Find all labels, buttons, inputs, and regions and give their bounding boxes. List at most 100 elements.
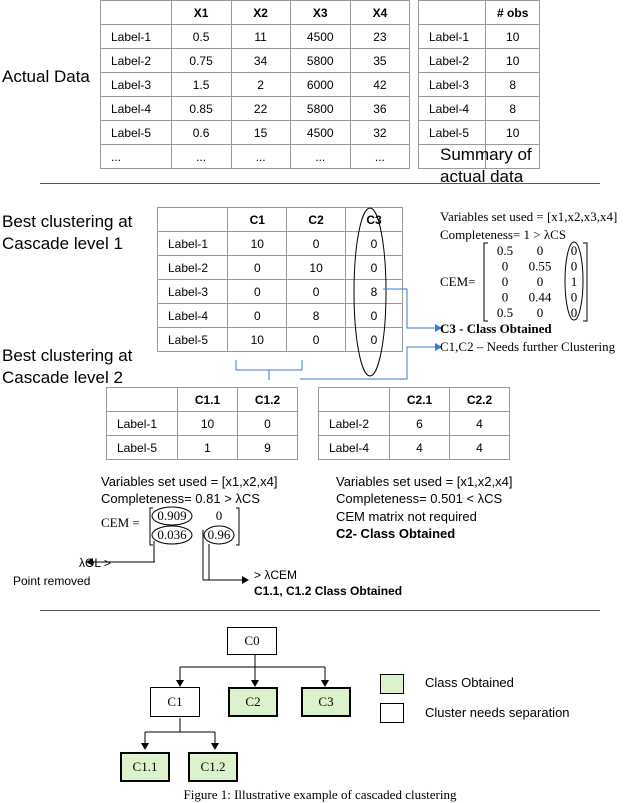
cem-cell: 0.909 xyxy=(157,508,186,523)
actual-data-label: Actual Data xyxy=(2,67,90,86)
c3-ellipse xyxy=(353,207,387,377)
cem-cell: 0 xyxy=(537,305,544,320)
figure-caption: Figure 1: Illustrative example of cascad… xyxy=(183,787,457,802)
table-cell: 0 xyxy=(227,279,288,304)
best-level1-label: Best clustering at Cascade level 1 xyxy=(2,212,133,253)
table-cell: 42 xyxy=(349,72,411,97)
tree-node-c3: C3 xyxy=(301,687,351,717)
divider-2 xyxy=(40,610,600,611)
tree-node-c2: C2 xyxy=(228,687,278,717)
column-header xyxy=(105,387,179,412)
legend-needs-label: Cluster needs separation xyxy=(425,705,570,720)
cem-cell: 0 xyxy=(571,243,578,258)
table-cell: 4 xyxy=(449,435,510,460)
cem-cell: 1 xyxy=(571,274,578,289)
table-cell: Label-1 xyxy=(105,411,179,436)
table-cell: 0 xyxy=(345,327,403,352)
table-cell: 4500 xyxy=(289,24,351,49)
table-cell: 0.75 xyxy=(170,48,232,73)
column-header xyxy=(417,0,487,25)
table-cell: 0 xyxy=(345,231,403,256)
cem-cell: 0 xyxy=(571,305,578,320)
table-cell: Label-5 xyxy=(100,120,172,145)
table-cell: 0 xyxy=(237,411,298,436)
table-cell: 6 xyxy=(389,411,450,436)
table-cell: 10 xyxy=(485,24,540,49)
l2-left-cem-label: CEM = xyxy=(101,515,140,530)
table-cell: Label-3 xyxy=(156,279,229,304)
table-row xyxy=(417,144,540,169)
c2-obtained: C2- Class Obtained xyxy=(336,526,456,541)
column-header xyxy=(156,207,229,232)
table-row: ............... xyxy=(100,144,411,169)
cem-cell: 0 xyxy=(537,243,544,258)
table-cell: Label-4 xyxy=(156,303,229,328)
table-cell: 8 xyxy=(485,96,540,121)
column-header xyxy=(100,0,172,25)
table-cell: Label-2 xyxy=(100,48,172,73)
cem-cell: 0.5 xyxy=(497,305,513,320)
column-header: X2 xyxy=(230,0,291,25)
table-cell: Label-2 xyxy=(156,255,229,280)
column-header: X4 xyxy=(349,0,411,25)
table-cell: Label-2 xyxy=(317,411,391,436)
table-cell: ... xyxy=(349,144,411,169)
column-header: C1.1 xyxy=(177,387,238,412)
table-cell: 0.6 xyxy=(170,120,232,145)
level1-cem-label: CEM= xyxy=(440,274,476,289)
lambda-cem: > λCEM xyxy=(254,568,298,582)
summary-label: Summary of actual data xyxy=(440,145,532,186)
table-cell: Label-1 xyxy=(417,24,487,49)
table-cell: 32 xyxy=(349,120,411,145)
column-header: C2 xyxy=(286,207,346,232)
legend-obtained-label: Class Obtained xyxy=(425,675,514,690)
table-cell: 10 xyxy=(485,120,540,145)
table-cell: Label-1 xyxy=(100,24,172,49)
table-cell: 22 xyxy=(230,96,291,121)
table-cell: 1.5 xyxy=(170,72,232,97)
table-cell: 15 xyxy=(230,120,291,145)
table-cell: 0.5 xyxy=(170,24,232,49)
cem-cell: 0 xyxy=(571,259,578,274)
tree-node-c1-1: C1.1 xyxy=(120,752,170,782)
table-cell: 6000 xyxy=(289,72,351,97)
cem-not-required: CEM matrix not required xyxy=(336,509,477,524)
cem-cell: 0.44 xyxy=(529,290,552,305)
lambda-ol: λOL > xyxy=(79,556,111,570)
table-cell: Label-4 xyxy=(417,96,487,121)
table-cell: 4 xyxy=(389,435,450,460)
table-cell: 0 xyxy=(227,303,288,328)
l2-left-completeness: Completeness= 0.81 > λCS xyxy=(101,491,260,506)
column-header: C2.2 xyxy=(449,387,510,412)
tree-node-c0: C0 xyxy=(227,627,277,655)
table-cell: Label-4 xyxy=(100,96,172,121)
point-removed: Point removed xyxy=(13,574,91,588)
cem-cell: 0.96 xyxy=(208,527,231,542)
table-cell: 0.85 xyxy=(170,96,232,121)
ol-arrow xyxy=(86,558,155,566)
legend-obtained-swatch xyxy=(380,674,404,694)
cem-cell: 0 xyxy=(571,290,578,305)
cem-arrow xyxy=(203,576,249,584)
table-cell: 0 xyxy=(286,327,346,352)
table-cell: 23 xyxy=(349,24,411,49)
cem-cell: 0 xyxy=(502,290,509,305)
cem-cell: 0 xyxy=(537,274,544,289)
c11-c12-obtained: C1.1, C1.2 Class Obtained xyxy=(254,584,403,598)
level1-completeness: Completeness= 1 > λCS xyxy=(440,227,567,242)
column-header: C1 xyxy=(227,207,288,232)
c1c2-needs: C1,C2 – Needs further Clustering xyxy=(440,339,616,354)
divider-1 xyxy=(40,183,600,184)
table-cell: Label-2 xyxy=(417,48,487,73)
